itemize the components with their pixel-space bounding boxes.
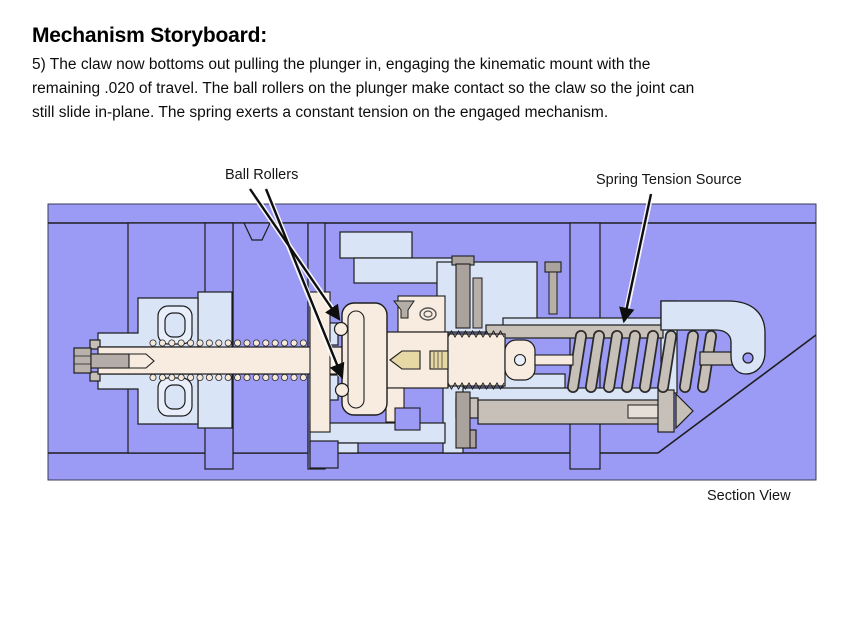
rod-slot xyxy=(627,404,661,419)
claw-slot xyxy=(347,310,365,409)
link-rod xyxy=(534,354,574,366)
metal-parts xyxy=(451,255,694,449)
bearing-rollers xyxy=(157,305,193,417)
countersink xyxy=(675,392,694,430)
bolt-top xyxy=(455,263,471,329)
stud-top xyxy=(472,277,483,329)
rod-end-flange xyxy=(657,389,675,433)
spring-arrow xyxy=(619,193,653,324)
ball-roller-arrow-bottom xyxy=(264,188,345,380)
hook-bracket xyxy=(660,300,766,375)
tension-spring xyxy=(567,330,717,393)
funnel-fitting xyxy=(392,300,415,319)
set-screw-tip xyxy=(389,350,421,370)
hex-bolt-head xyxy=(73,347,92,374)
head-hole xyxy=(513,353,527,367)
body-line-2: remaining .020 of travel. The ball rolle… xyxy=(32,80,695,97)
top-housing-block xyxy=(339,231,413,259)
set-screw-threads xyxy=(429,350,449,370)
leader-arrows xyxy=(247,186,654,380)
claw-plunger-assembly xyxy=(309,291,574,433)
ball-roller-arrow-top xyxy=(249,188,341,321)
hook-hole xyxy=(742,352,754,364)
section-view-label: Section View xyxy=(707,488,791,504)
body-line-3: still slide in-plane. The spring exerts … xyxy=(32,104,609,121)
body-line-1: 5) The claw now bottoms out pulling the … xyxy=(32,56,651,73)
threaded-barrel xyxy=(447,333,506,387)
ball-roller-top xyxy=(333,321,349,337)
bolt-bottom xyxy=(455,391,471,449)
pin-tip xyxy=(128,353,155,369)
bottom-notch xyxy=(309,440,339,469)
ball-rollers-label: Ball Rollers xyxy=(225,167,299,183)
shaft-pin xyxy=(90,353,130,369)
spring-tension-source-label: Spring Tension Source xyxy=(596,172,742,188)
ball-roller-bottom xyxy=(334,382,350,398)
body-text: 5) The claw now bottoms out pulling the … xyxy=(32,53,694,125)
small-spring-coil xyxy=(419,307,437,321)
page-title: Mechanism Storyboard: xyxy=(32,24,268,47)
